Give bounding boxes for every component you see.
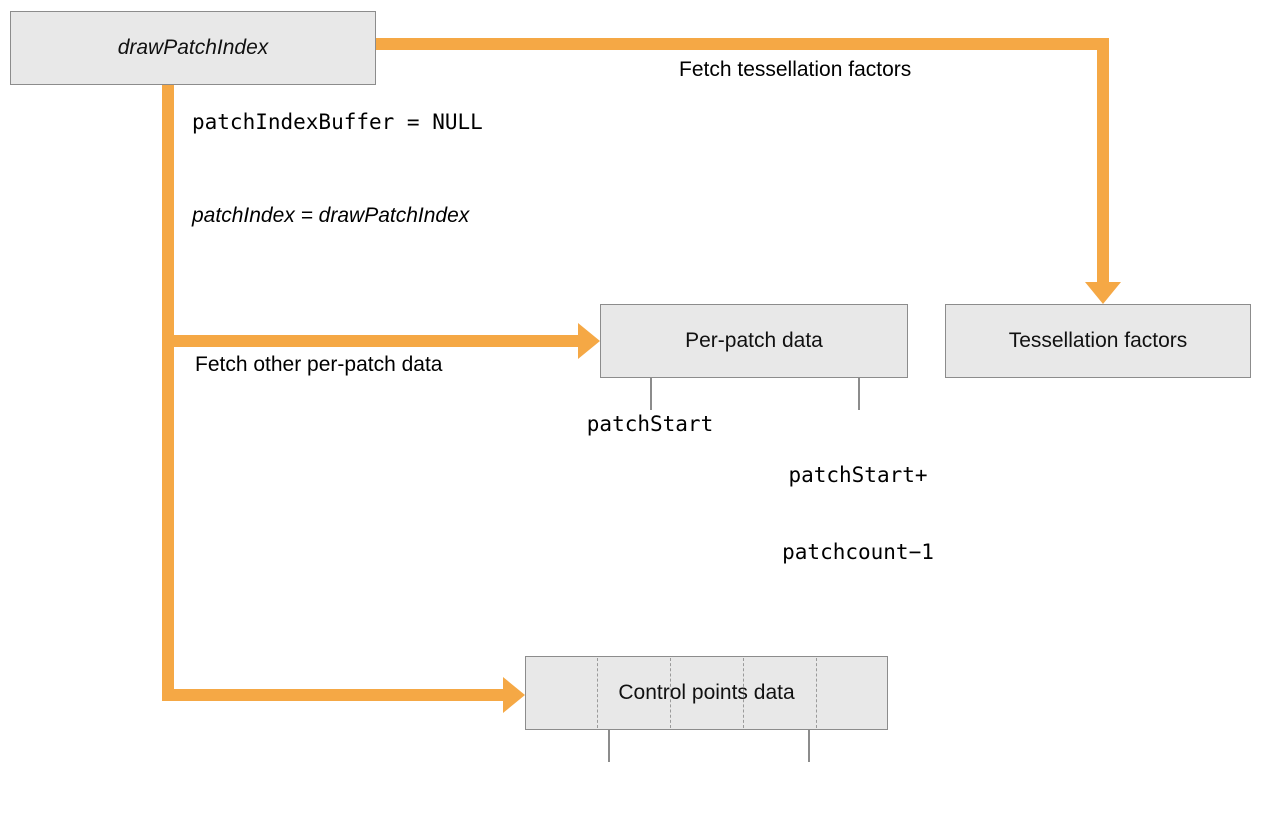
control-points-divider-1 [597,658,598,728]
tick-label-control-points-end-line1: ((patchIndex+1)∗ [752,814,1252,834]
control-points-divider-3 [743,658,744,728]
tick-label-per-patch-end: patchStart+ patchcount−1 [738,412,978,617]
edge-label-fetch-tessellation-factors: Fetch tessellation factors [679,58,912,81]
control-points-divider-4 [816,658,817,728]
edge-label-fetch-other-per-patch-data: Fetch other per-patch data [195,353,443,376]
tick-line-per-patch-end [858,378,860,410]
tick-line-control-points-start [608,730,610,762]
node-per-patch-data[interactable]: Per-patch data [600,304,908,378]
node-control-points-data[interactable]: Control points data [525,656,888,730]
tick-line-per-patch-start [650,378,652,410]
arrow-fetch-control-points-data [162,85,525,713]
node-draw-patch-index-label: drawPatchIndex [117,35,269,59]
tick-label-control-points-end: ((patchIndex+1)∗ numberOfPatchControlPon… [752,763,1252,834]
node-control-points-data-label: Control points data [618,680,795,704]
tick-label-per-patch-end-line1: patchStart+ [788,463,928,488]
tick-line-control-points-end [808,730,810,762]
tick-label-per-patch-end-line2: patchcount−1 [782,540,934,565]
control-points-divider-2 [670,658,671,728]
annotation-patch-index-assign: patchIndex = drawPatchIndex [192,204,470,227]
arrow-fetch-tessellation-factors [375,38,1121,304]
tick-label-per-patch-start: patchStart [586,412,714,436]
node-tessellation-factors-label: Tessellation factors [1008,328,1188,352]
annotation-patch-index-buffer: patchIndexBuffer = NULL [192,110,483,134]
node-tessellation-factors[interactable]: Tessellation factors [945,304,1251,378]
node-draw-patch-index[interactable]: drawPatchIndex [10,11,376,85]
node-per-patch-data-label: Per-patch data [685,328,823,352]
